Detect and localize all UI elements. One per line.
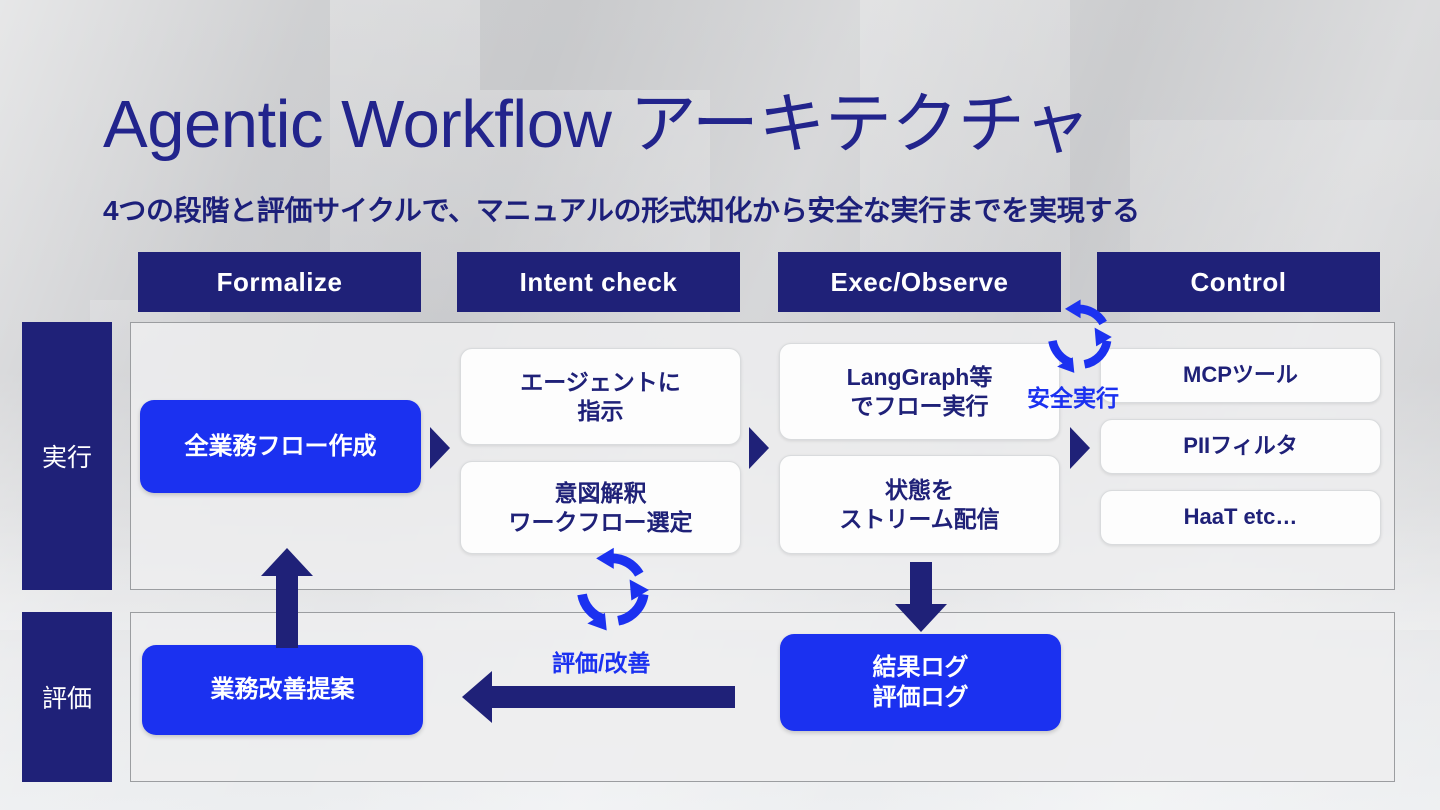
- circular-arrows-icon: [568, 546, 656, 634]
- cycle-label-eval-loop: 評価/改善: [552, 650, 651, 676]
- node-mcp-tool[interactable]: MCPツール: [1100, 348, 1381, 403]
- triangle-right-icon: [749, 427, 769, 469]
- arrow-left-icon: [462, 671, 492, 723]
- node-haat-etc[interactable]: HaaT etc…: [1100, 490, 1381, 545]
- node-flow-creation[interactable]: 全業務フロー作成: [140, 400, 421, 493]
- row-label-exec: 実行: [22, 322, 112, 590]
- arrow-down-icon: [910, 562, 932, 610]
- arrow-left-icon: [490, 686, 735, 708]
- arrow-up-icon: [261, 548, 313, 576]
- arrow-down-icon: [895, 604, 947, 632]
- row-label-eval: 評価: [22, 612, 112, 782]
- arrow-up-icon: [276, 570, 298, 648]
- node-improve-proposal[interactable]: 業務改善提案: [142, 645, 423, 735]
- stage-header-formalize: Formalize: [138, 252, 421, 312]
- slide-title: Agentic Workflow アーキテクチャ: [103, 87, 1091, 162]
- node-agent-instruct[interactable]: エージェントに指示: [460, 348, 741, 445]
- node-pii-filter[interactable]: PIIフィルタ: [1100, 419, 1381, 474]
- node-langgraph-exec[interactable]: LangGraph等でフロー実行: [779, 343, 1060, 440]
- stage-header-exec-observe: Exec/Observe: [778, 252, 1061, 312]
- node-result-logs[interactable]: 結果ログ評価ログ: [780, 634, 1061, 731]
- stage-header-control: Control: [1097, 252, 1380, 312]
- triangle-right-icon: [430, 427, 450, 469]
- node-state-stream[interactable]: 状態をストリーム配信: [779, 455, 1060, 554]
- cycle-label-safe-exec: 安全実行: [1027, 385, 1119, 411]
- slide-subtitle: 4つの段階と評価サイクルで、マニュアルの形式知化から安全な実行までを実現する: [103, 195, 1140, 226]
- node-intent-parse[interactable]: 意図解釈ワークフロー選定: [460, 461, 741, 554]
- triangle-right-icon: [1070, 427, 1090, 469]
- circular-arrows-icon: [1040, 298, 1118, 376]
- stage-header-intent-check: Intent check: [457, 252, 740, 312]
